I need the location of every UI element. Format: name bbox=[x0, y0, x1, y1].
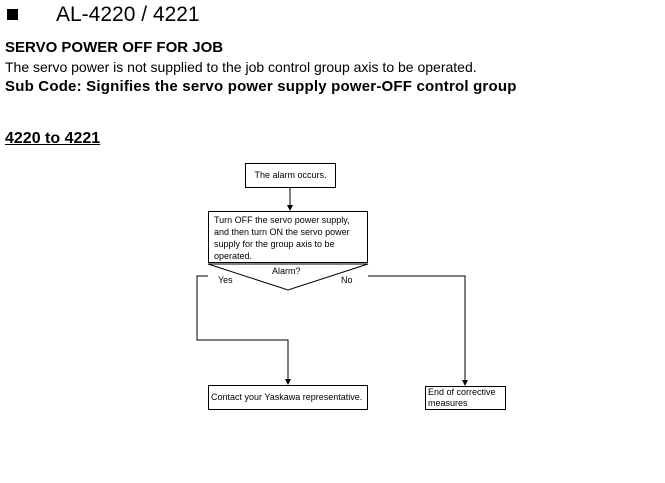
no-label: No bbox=[341, 275, 353, 285]
decision-label: Alarm? bbox=[272, 266, 301, 276]
square-bullet-icon bbox=[7, 9, 18, 20]
action-box: Turn OFF the servo power supply, and the… bbox=[208, 211, 368, 263]
contact-representative-box: Contact your Yaskawa representative. bbox=[208, 385, 368, 410]
connector-no-path bbox=[368, 275, 468, 386]
sub-code-range-title: 4220 to 4221 bbox=[5, 130, 101, 147]
alarm-description: The servo power is not supplied to the j… bbox=[5, 59, 477, 75]
connector-yes-path bbox=[196, 275, 291, 385]
yes-label: Yes bbox=[218, 275, 233, 285]
alarm-name-heading: SERVO POWER OFF FOR JOB bbox=[5, 39, 224, 56]
start-box: The alarm occurs. bbox=[245, 163, 336, 188]
sub-code-text: Sub Code: Signifies the servo power supp… bbox=[5, 78, 517, 95]
end-box: End of corrective measures bbox=[425, 386, 506, 410]
decision-diamond bbox=[207, 263, 369, 291]
alarm-code-title: AL-4220 / 4221 bbox=[56, 3, 200, 26]
